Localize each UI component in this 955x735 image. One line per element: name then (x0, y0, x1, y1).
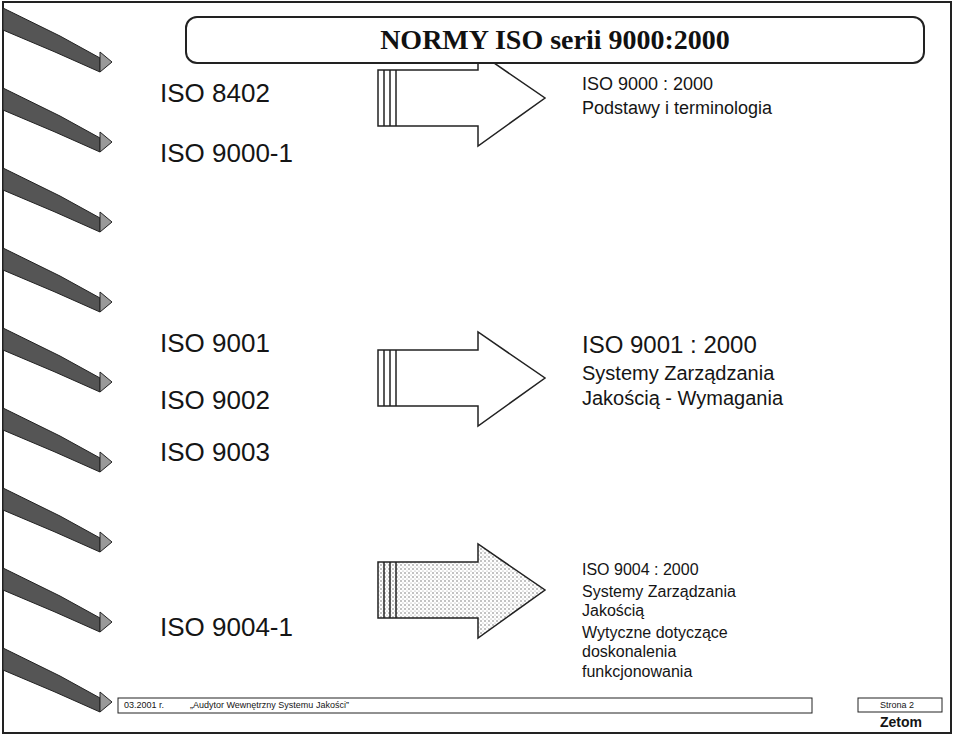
page-number-box (858, 698, 942, 712)
new-standard: ISO 9000 : 2000 (582, 74, 713, 96)
old-standard: ISO 9000-1 (160, 138, 293, 170)
footer-course: „Audytor Wewnętrzny Systemu Jakości” (190, 700, 349, 711)
standard-description: Podstawy i terminologia (582, 98, 882, 120)
new-standard: ISO 9001 : 2000 (582, 330, 757, 359)
slide-frame (3, 2, 951, 733)
block-arrow (378, 544, 545, 638)
standard-description: Wytyczne dotyczące doskonalenia funkcjon… (582, 623, 772, 682)
footer-date: 03.2001 r. (124, 700, 164, 711)
standard-description: Systemy Zarządzania Jakością - Wymagania (582, 361, 832, 410)
block-arrow (378, 52, 545, 146)
slide-title: NORMY ISO serii 9000:2000 (380, 24, 730, 55)
title-box: NORMY ISO serii 9000:2000 (185, 16, 925, 64)
old-standard: ISO 9002 (160, 385, 270, 417)
old-standard: ISO 9003 (160, 437, 270, 469)
footer-box (118, 698, 812, 713)
company-logo: Zetom (880, 714, 922, 731)
old-standard: ISO 8402 (160, 78, 270, 110)
new-standard: ISO 9004 : 2000 (582, 560, 699, 580)
old-standard: ISO 9004-1 (160, 612, 293, 644)
binding-spiral (3, 8, 112, 712)
page-number: Strona 2 (880, 700, 914, 711)
old-standard: ISO 9001 (160, 328, 270, 360)
standard-description: Systemy Zarządzania Jakością (582, 582, 772, 621)
block-arrow (378, 332, 545, 426)
